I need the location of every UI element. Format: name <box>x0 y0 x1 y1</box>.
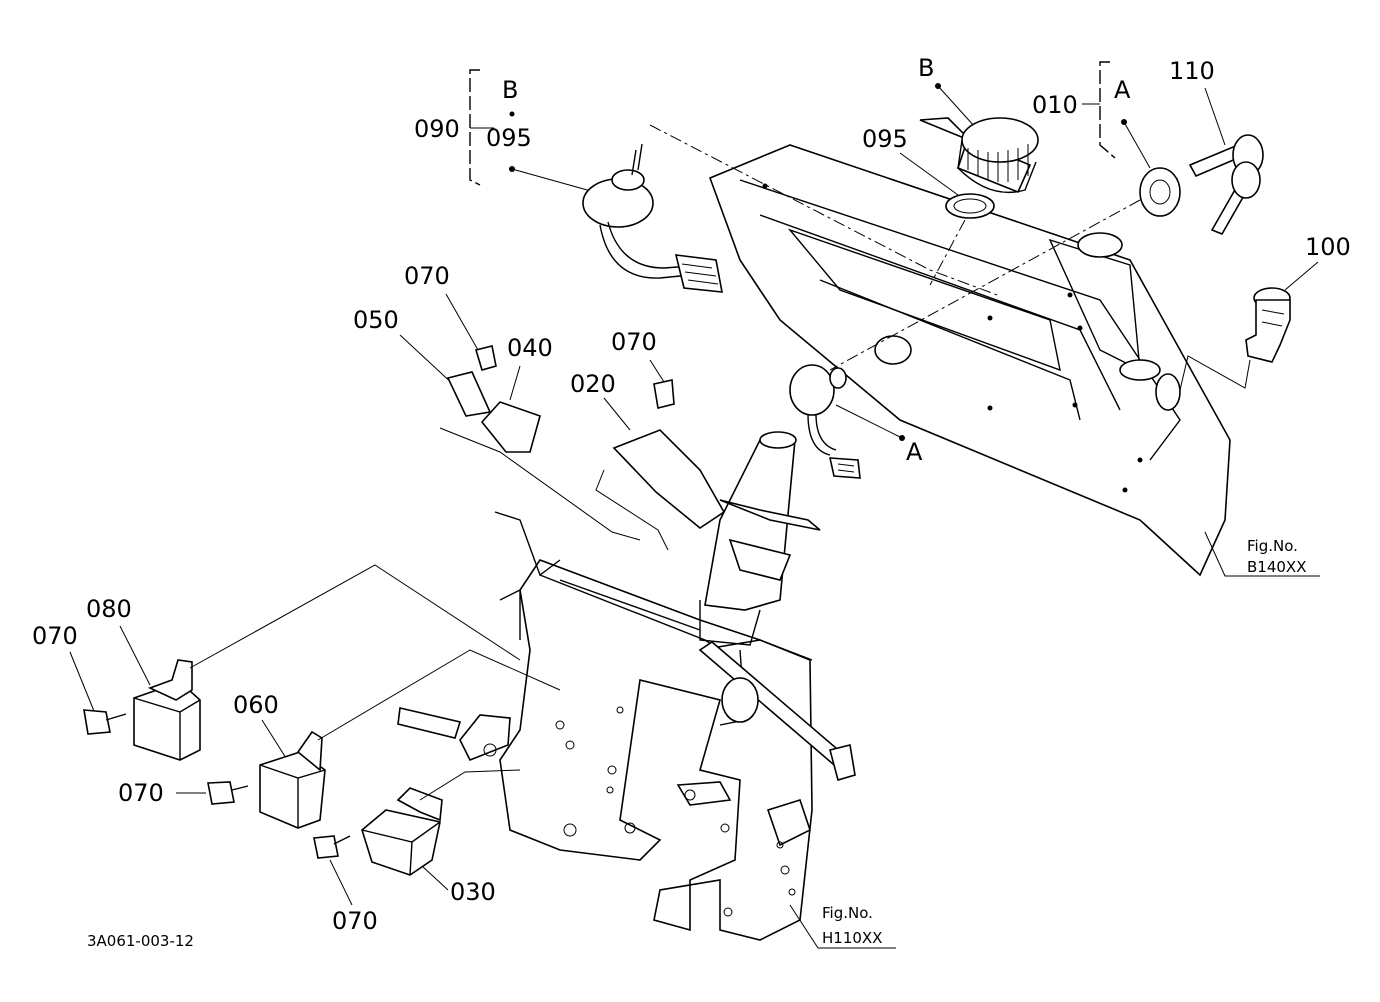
dashboard-panel <box>708 144 1231 577</box>
label-070-relay: 070 <box>404 262 450 290</box>
fig-ref-lower[interactable]: Fig.No. H110XX <box>789 904 896 949</box>
fig-ref-upper[interactable]: Fig.No. B140XX <box>1204 531 1320 577</box>
fig-ref-upper-number: B140XX <box>1247 558 1306 576</box>
part-100-group: 100 <box>1179 233 1351 391</box>
label-060: 060 <box>233 691 279 719</box>
label-a-buzzer: A <box>906 438 923 466</box>
label-b-top: B <box>918 54 934 82</box>
label-095-bracket: 095 <box>486 124 532 152</box>
fig-ref-lower-number: H110XX <box>822 929 882 947</box>
part-020-group: 070 020 <box>570 328 726 551</box>
key-switch-group: 090 B 095 <box>414 69 1001 297</box>
label-070-060: 070 <box>118 779 164 807</box>
label-070-030: 070 <box>332 907 378 935</box>
label-095-top: 095 <box>862 125 908 153</box>
label-040: 040 <box>507 334 553 362</box>
relay-040-group: 070 050 040 <box>353 262 641 541</box>
drawing-code: 3A061-003-12 <box>87 932 194 950</box>
label-a-bracket: A <box>1114 76 1131 104</box>
label-050: 050 <box>353 306 399 334</box>
label-020: 020 <box>570 370 616 398</box>
label-070-080: 070 <box>32 622 78 650</box>
label-090: 090 <box>414 115 460 143</box>
cap-group: B 095 <box>862 54 1039 286</box>
keyswitch-a-group: 010 A 110 <box>829 57 1264 371</box>
label-070-020: 070 <box>611 328 657 356</box>
label-010: 010 <box>1032 91 1078 119</box>
label-030: 030 <box>450 878 496 906</box>
fig-ref-upper-label: Fig.No. <box>1247 537 1298 555</box>
label-b-bracket: B <box>502 76 518 104</box>
main-frame <box>397 431 856 941</box>
part-030-group: 030 070 <box>313 769 521 935</box>
relay-080-group: 080 070 <box>32 564 521 761</box>
fig-ref-lower-label: Fig.No. <box>822 904 873 922</box>
buzzer-a-group: A <box>789 364 923 479</box>
label-110: 110 <box>1169 57 1215 85</box>
label-080: 080 <box>86 595 132 623</box>
label-100: 100 <box>1305 233 1351 261</box>
relay-060-group: 060 070 <box>118 649 561 829</box>
